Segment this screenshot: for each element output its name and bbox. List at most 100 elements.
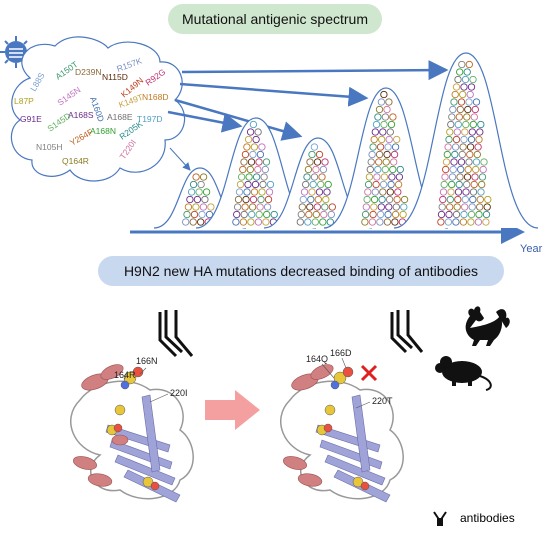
variant-dot [192,203,200,211]
variant-dot [451,143,460,151]
variant-dot [249,195,258,204]
variant-dot [257,195,265,204]
variant-dot [260,173,268,181]
variant-dot [252,173,261,181]
variant-dot [247,158,256,166]
variant-dot [389,165,397,174]
variant-dot [465,158,473,166]
variant-dot [193,195,202,204]
variant-dot [385,203,393,211]
variant-dot [456,105,464,114]
variant-dot [261,165,269,174]
legend: antibodies [432,508,515,528]
variant-dot [197,180,205,189]
variant-dot [478,173,487,181]
variant-dot [384,210,392,219]
left-label-166: 166N [136,356,158,366]
variant-dot [187,188,196,196]
variant-dot [368,150,376,159]
variant-dot [467,135,476,144]
variant-dot [470,180,478,189]
mutation-sites-left [106,366,160,491]
variant-dot [462,188,470,196]
variant-dot [324,180,332,189]
variant-dot [472,158,481,166]
variant-dot [442,158,451,166]
variant-dot [304,218,312,226]
variant-dot [477,120,485,129]
variant-dot [457,98,466,106]
variant-dot [392,203,400,211]
variant-dot [394,188,402,196]
variant-dot [263,203,272,211]
variant-dot [381,113,390,121]
variant-dot [379,128,387,136]
variant-dot [467,210,476,219]
variant-dot [233,203,242,211]
variant-dot [237,173,246,181]
variant-dot [265,188,274,196]
variant-dot [440,180,448,189]
variant-dot [308,188,316,196]
variant-dot [471,173,479,181]
antigenic-peaks [153,52,539,229]
variant-dot [395,173,404,181]
variant-dot [446,128,454,136]
variant-dot [195,188,203,196]
variant-dot [455,113,463,121]
variant-dot [246,165,254,174]
variant-dot [448,113,456,121]
variant-dot [391,218,399,226]
variant-dot [306,203,314,211]
variant-dot [446,203,454,211]
variant-dot [385,195,394,204]
variant-dot [363,195,371,204]
title-banner: Mutational antigenic spectrum [168,4,382,34]
variant-dot [254,128,262,136]
variant-dot [439,188,448,196]
variant-dot [380,90,388,99]
variant-dot [364,188,372,196]
variant-dot [243,188,251,196]
variant-dot [199,173,208,181]
variant-dot [374,165,382,174]
variant-dot [375,150,384,159]
variant-dot [300,188,309,196]
mutation-sites-right [316,366,370,491]
variant-dot [366,165,374,174]
variant-dot [235,188,244,196]
variant-dot [386,128,394,136]
variant-dot [463,68,471,76]
variant-dot [377,203,385,211]
variant-dot [371,128,379,136]
variant-dot [466,150,474,159]
right-label-164: 164Q [306,354,328,364]
variant-dot [306,158,314,166]
subtitle-text: H9N2 new HA mutations decreased binding … [123,263,479,279]
antibody-icon-right [390,310,424,354]
variant-dot [458,60,466,69]
variant-dot [184,203,193,211]
mutation-label: A168N [90,126,116,136]
mouse-icon [435,356,492,391]
variant-dot [389,113,397,121]
variant-dot [460,135,468,144]
variant-dot [466,143,475,151]
variant-dot [198,210,206,219]
variant-dot [263,210,271,219]
variant-dot [378,195,386,204]
variant-dot [256,150,265,159]
variant-dot [307,195,315,204]
variant-dot [450,98,458,106]
variant-dot [387,180,395,189]
variant-dot [311,218,319,226]
mutation-label: G91E [20,114,42,124]
variant-dot [310,173,319,181]
variant-dot [454,188,463,196]
variant-dot [445,135,453,144]
variant-dot [449,105,457,114]
variant-dot [361,210,370,219]
variant-dot [476,195,484,204]
variant-dot [472,165,480,174]
variant-dot [442,165,450,174]
